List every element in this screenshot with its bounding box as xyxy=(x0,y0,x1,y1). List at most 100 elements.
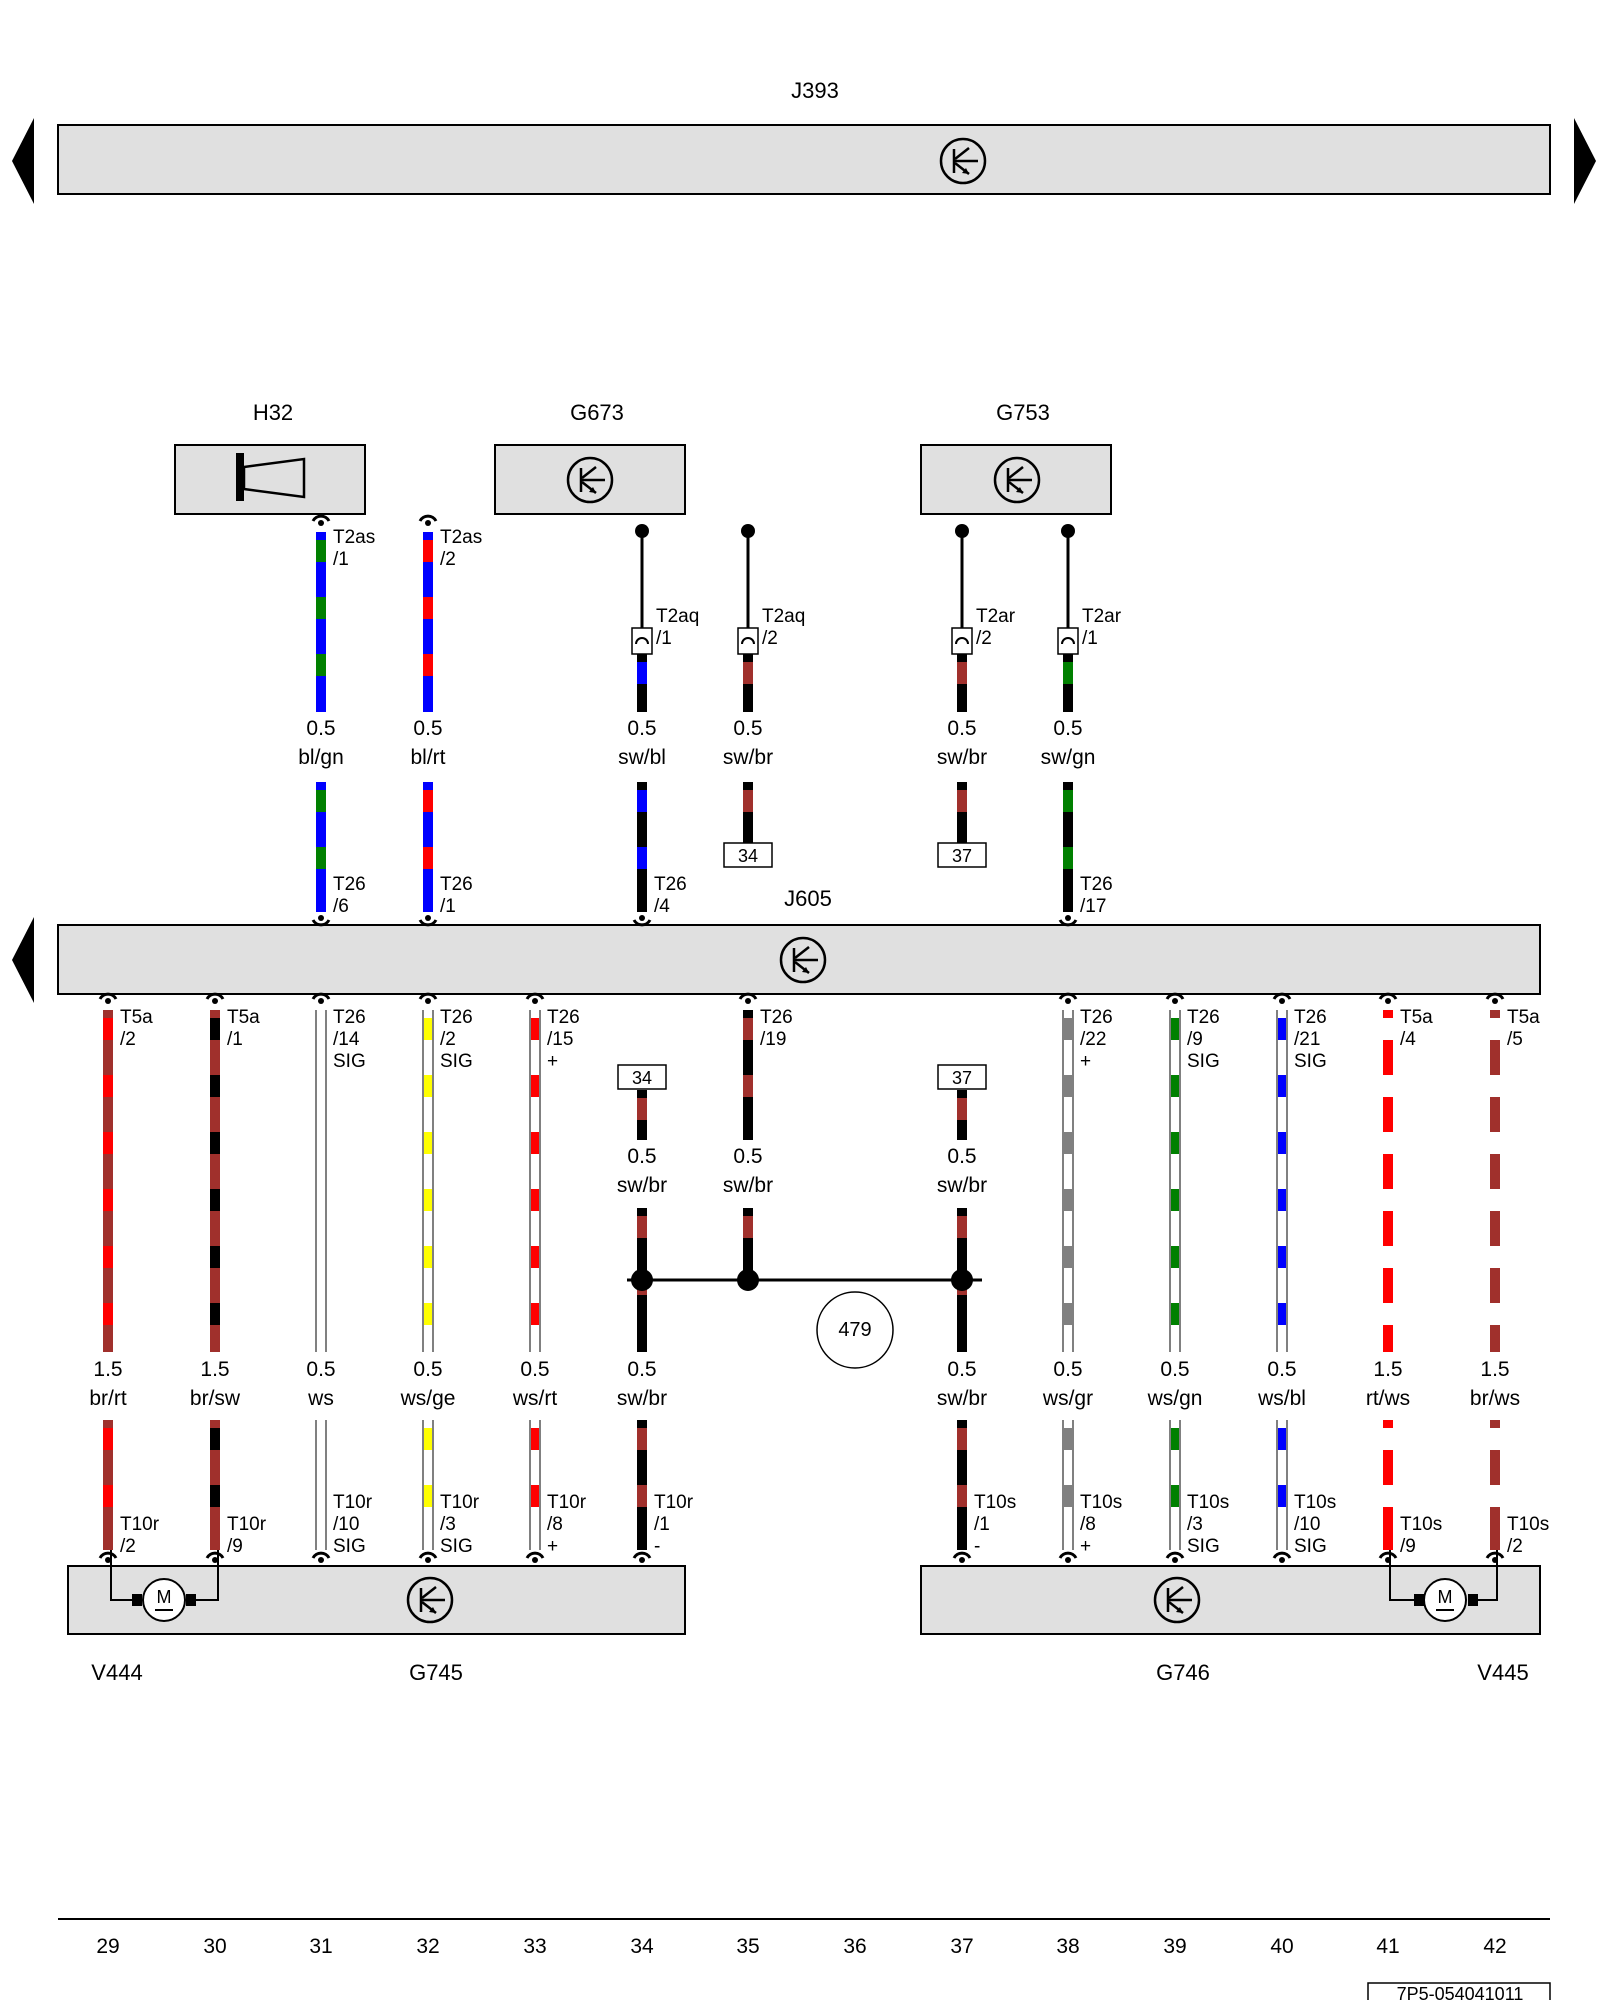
bottom-wire-w41-seg1-stripe xyxy=(1383,1246,1393,1268)
bottom-wire-w40-seg1-stripe xyxy=(1278,1189,1286,1211)
bottom-wire-w42-end-conn: T10s xyxy=(1507,1514,1549,1535)
bottom-wire-w31-end-conn: /10 xyxy=(333,1514,359,1535)
bottom-wire-w35-upper-color: sw/br xyxy=(723,1174,773,1197)
top-wire-g673-1-plug xyxy=(631,627,653,655)
bottom-wire-w37-end-conn: T10s xyxy=(974,1492,1016,1513)
bottom-wire-w42-seg1-stripe xyxy=(1490,1189,1500,1211)
motor-v444-icon: M xyxy=(110,1550,219,1622)
motor-v445-icon: M xyxy=(1389,1550,1498,1622)
bottom-wire-w40-seg1 xyxy=(1276,1010,1288,1352)
bottom-wire-w39-size: 0.5 xyxy=(1160,1358,1189,1381)
bottom-wire-w31-size: 0.5 xyxy=(306,1358,335,1381)
bottom-wire-w39-end-pin-dot xyxy=(1172,1557,1178,1563)
bottom-wire-w34-seg2 xyxy=(637,1420,647,1550)
top-wire-g753-1-j605-conn: /17 xyxy=(1080,896,1106,917)
top-wire-g673-2-ref-box xyxy=(723,842,773,868)
bottom-wire-w39-end-conn: T10s xyxy=(1187,1492,1229,1513)
bottom-wire-w38-j605-conn: /22 xyxy=(1080,1029,1106,1050)
bottom-wire-w38-j605-conn: + xyxy=(1080,1051,1091,1072)
top-wire-h32-1-seg1-stripe xyxy=(316,540,326,562)
top-wire-g753-2-seg2-stripe xyxy=(957,790,967,812)
bottom-wire-w39-j605-conn: T26 xyxy=(1187,1007,1220,1028)
bottom-wire-w37-seg2-stripe xyxy=(957,1485,967,1507)
bottom-wire-w35-upper-size: 0.5 xyxy=(733,1145,762,1168)
bottom-wire-w42-color: br/ws xyxy=(1470,1387,1520,1410)
bottom-wire-w40-j605-conn: T26 xyxy=(1294,1007,1327,1028)
top-wire-g673-2-color: sw/br xyxy=(723,746,773,769)
bottom-wire-w30-seg2 xyxy=(210,1420,220,1550)
bottom-wire-w41-j605-conn: T5a xyxy=(1400,1007,1433,1028)
bottom-wire-w35-seg1 xyxy=(743,1208,753,1280)
top-wire-g673-2-plug xyxy=(737,627,759,655)
column-number: 39 xyxy=(1163,1935,1186,1958)
bottom-wire-w32-color: ws/ge xyxy=(400,1387,456,1410)
bottom-wire-w32-j605-conn: T26 xyxy=(440,1007,473,1028)
top-wire-g673-1-seg2-stripe xyxy=(637,847,647,869)
top-wire-g753-1-seg2 xyxy=(1063,782,1073,912)
bottom-wire-w32-end-pin xyxy=(418,1551,438,1559)
bottom-wire-w41-seg2-stripe xyxy=(1383,1485,1393,1507)
bottom-wire-w34-size: 0.5 xyxy=(627,1358,656,1381)
bottom-wire-w33-seg2 xyxy=(529,1420,541,1550)
bottom-wire-w42-seg1 xyxy=(1490,1010,1500,1352)
bottom-wire-w33-seg1-stripe xyxy=(531,1132,539,1154)
bottom-wire-w33-end-conn: /8 xyxy=(547,1514,563,1535)
bottom-wire-w42-j605-pin xyxy=(1485,992,1505,1000)
bottom-wire-w38-size: 0.5 xyxy=(1053,1358,1082,1381)
j605-left-arrow xyxy=(12,917,34,1003)
bottom-wire-w38-end-pin xyxy=(1058,1551,1078,1559)
bottom-wire-w42-j605-pin-dot xyxy=(1492,998,1498,1004)
bottom-wire-w38-seg1 xyxy=(1062,1010,1074,1352)
bottom-wire-w35-j605-conn: /19 xyxy=(760,1029,786,1050)
top-wire-g753-2-seg2 xyxy=(957,782,967,844)
top-wire-g673-2-conn: T2aq xyxy=(762,606,805,627)
bottom-wire-w37-upper-size: 0.5 xyxy=(947,1145,976,1168)
bottom-wire-w38-seg2-stripe xyxy=(1064,1485,1072,1507)
column-number: 32 xyxy=(416,1935,439,1958)
bottom-wire-w33-seg2-stripe xyxy=(531,1485,539,1507)
bottom-wire-w39-seg2 xyxy=(1169,1420,1181,1550)
bottom-wire-w40-end-conn: /10 xyxy=(1294,1514,1320,1535)
top-wire-h32-2-seg2-stripe xyxy=(423,847,433,869)
top-wire-h32-2-pin xyxy=(418,514,438,522)
junction-479-circle xyxy=(816,1291,894,1369)
bottom-wire-w42-seg2-stripe xyxy=(1490,1428,1500,1450)
bottom-wire-w29-seg1-stripe xyxy=(103,1303,113,1325)
bottom-wire-w40-end-conn: T10s xyxy=(1294,1492,1336,1513)
bottom-wire-w33-end-conn: T10r xyxy=(547,1492,587,1513)
top-wire-g753-2-plug xyxy=(951,627,973,655)
top-wire-g753-1-j605-pin-dot xyxy=(1065,915,1071,921)
bottom-wire-w41-seg2 xyxy=(1383,1420,1393,1550)
bottom-wire-w30-j605-pin xyxy=(205,992,225,1000)
bottom-wire-w30-seg1-stripe xyxy=(210,1018,220,1040)
bottom-wire-w39-seg1-stripe xyxy=(1171,1018,1179,1040)
bottom-wire-w29-seg1-stripe xyxy=(103,1018,113,1040)
wire-layer: T2as/10.5bl/gnT26/6T2as/20.5bl/rtT26/1T2… xyxy=(89,514,1549,1563)
bottom-wire-w39-j605-conn: /9 xyxy=(1187,1029,1203,1050)
bottom-wire-w41-seg1 xyxy=(1383,1010,1393,1352)
bottom-wire-w31-seg1 xyxy=(315,1010,327,1352)
bottom-wire-w32-seg2-stripe xyxy=(424,1485,432,1507)
bottom-wire-w33-end-pin-dot xyxy=(532,1557,538,1563)
bottom-wire-w32-end-conn: T10r xyxy=(440,1492,480,1513)
column-number: 30 xyxy=(203,1935,226,1958)
bottom-wire-w29-end-conn: /2 xyxy=(120,1536,136,1557)
bottom-wire-w35-node xyxy=(737,1269,759,1291)
bottom-wire-w34-seg0-stripe xyxy=(637,1098,647,1120)
bottom-wire-w39-j605-pin-dot xyxy=(1172,998,1178,1004)
top-wire-g753-1-size: 0.5 xyxy=(1053,717,1082,740)
bottom-wire-w33-end-pin xyxy=(525,1551,545,1559)
bottom-wire-w40-seg1-stripe xyxy=(1278,1132,1286,1154)
bottom-wire-w40-end-pin-dot xyxy=(1279,1557,1285,1563)
bottom-wire-w33-seg2-stripe xyxy=(531,1428,539,1450)
bottom-wire-w34-upper-color: sw/br xyxy=(617,1174,667,1197)
column-number: 29 xyxy=(96,1935,119,1958)
bottom-wire-w42-end-conn: /2 xyxy=(1507,1536,1523,1557)
junction-479-label: 479 xyxy=(838,1319,871,1341)
column-number: 36 xyxy=(843,1935,866,1958)
top-wire-g753-1-seg2-stripe xyxy=(1063,790,1073,812)
top-wire-g753-2-plug-pin xyxy=(955,637,969,645)
bottom-wire-w38-color: ws/gr xyxy=(1042,1387,1093,1410)
